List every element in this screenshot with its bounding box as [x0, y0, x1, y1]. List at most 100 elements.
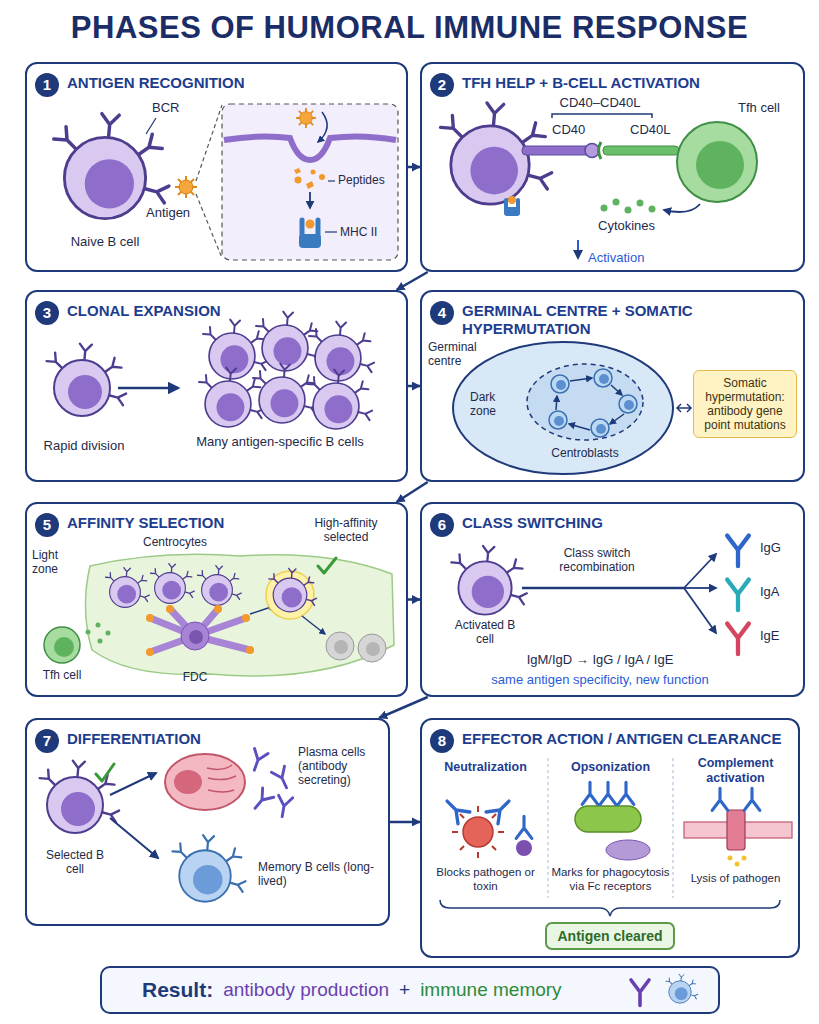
affinity-selection-art: [334, 640, 348, 654]
text-label: Blocks pathogen or toxin: [428, 866, 543, 893]
flow-arrow: [408, 598, 420, 601]
effector-art: [440, 900, 780, 916]
phase-panel: CLASS SWITCHING: [420, 502, 805, 697]
affinity-selection-art: [366, 642, 380, 656]
affinity-selection-art: [96, 623, 101, 628]
clonal-expansion-art: [47, 344, 126, 416]
differentiation-art: [250, 788, 274, 813]
text-label: Many antigen-specific B cells: [195, 434, 365, 449]
differentiation-art: [110, 773, 156, 795]
affinity-selection-art: [269, 568, 317, 611]
affinity-selection-art: [214, 605, 222, 613]
text-label: Cytokines: [598, 218, 678, 233]
class-switching-art: [451, 536, 748, 655]
panel-heading: EFFECTOR ACTION / ANTIGEN CLEARANCE: [462, 730, 781, 748]
antigen-recognition-art: [318, 112, 327, 142]
germinal-centre-art: [594, 369, 612, 387]
germinal-centre-art: [569, 424, 590, 430]
phase-panel: TFH HELP + B-CELL ACTIVATION: [420, 62, 805, 272]
activation-art: [552, 114, 652, 118]
activation-art: [613, 199, 620, 206]
panel-heading: ANTIGEN RECOGNITION: [67, 74, 245, 92]
callout-number: 5: [35, 516, 59, 534]
class-switching-art: [727, 624, 749, 655]
text-label: Selected B cell: [40, 848, 110, 876]
text-label: Memory B cells (long-lived): [258, 860, 376, 888]
text-label: CD40–CD40L: [548, 95, 652, 110]
affinity-selection-art: [189, 630, 203, 644]
affinity-selection-art: [166, 605, 174, 613]
flow-arrow: [379, 697, 428, 718]
effector-art: [548, 758, 673, 898]
flow-arrow: [408, 166, 420, 169]
summary-fill: [100, 966, 720, 1014]
activation-art: [522, 146, 590, 155]
germinal-centre-art: [611, 385, 622, 395]
text-label: Light zone: [32, 548, 78, 576]
clonal-expansion-art: [253, 364, 318, 423]
effector-art: [486, 795, 515, 824]
antigen-recognition-art: [196, 105, 222, 258]
node-text: +: [399, 979, 410, 1001]
flow-arrow: [397, 272, 428, 290]
callout-number: 2: [430, 76, 454, 94]
affinity-selection-art: [106, 568, 150, 608]
germinal-centre-art: [619, 395, 637, 413]
differentiation-art: [110, 818, 158, 858]
callout-number: 8: [430, 732, 454, 750]
affinity-selection-art: [86, 630, 91, 635]
text-label: Germinal centre: [428, 340, 490, 368]
class-switching-art: [684, 554, 716, 588]
effector-art: [735, 862, 740, 867]
class-switching-art: [451, 546, 526, 615]
affinity-selection-art: [44, 554, 394, 676]
effector-art: [618, 782, 634, 804]
text-label: Centrocytes: [130, 535, 220, 549]
text-label: CD40: [552, 122, 592, 137]
class-switching-art: [684, 588, 716, 633]
clonal-expansion-art: [307, 370, 372, 429]
result-icons: [666, 974, 698, 1003]
effector-art: [728, 856, 733, 861]
text-label: Rapid division: [38, 438, 130, 453]
affinity-selection-art: [146, 648, 154, 656]
germinal-centre-art: [549, 411, 567, 429]
affinity-selection-art: [198, 566, 242, 606]
text-label: IgA: [760, 584, 800, 599]
differentiation-art: [40, 761, 119, 833]
affinity-selection-art: [181, 622, 209, 650]
activation-art: [508, 196, 516, 204]
text-label: Complement activation: [678, 756, 793, 786]
number-badges: [430, 73, 454, 97]
effector-art: [600, 782, 616, 804]
germinal-centre-art: [453, 342, 673, 474]
clonal-expansion-art: [47, 312, 374, 429]
differentiation-art: [165, 754, 245, 810]
affinity-selection-art: [146, 605, 254, 656]
activation-art: [603, 146, 679, 155]
affinity-selection-art: [358, 634, 386, 662]
antigen-recognition-art: [54, 104, 398, 260]
activation-art: [664, 204, 700, 212]
antigen-recognition-art: [325, 231, 337, 232]
panel-heading: TFH HELP + B-CELL ACTIVATION: [462, 74, 700, 92]
panel-heading: CLONAL EXPANSION: [67, 302, 221, 320]
callout-number: 4: [430, 304, 454, 322]
class-switching-art: [727, 580, 749, 611]
antigen-recognition-art: [328, 180, 335, 181]
text-label: IgM/IgD → IgG / IgA / IgE: [480, 652, 720, 667]
differentiation-art: [96, 764, 114, 781]
text-label: Naive B cell: [60, 234, 150, 249]
class-switching-art: [522, 587, 684, 590]
number-badges: [430, 729, 454, 753]
text-label: Lysis of pathogen: [678, 872, 793, 886]
class-switching-art: [727, 536, 749, 567]
number-badges: [430, 301, 454, 325]
germinal-centre-art: [610, 414, 624, 424]
text-label: Centroblasts: [540, 446, 630, 460]
number-badges: [35, 301, 59, 325]
number-badges: [430, 513, 454, 537]
